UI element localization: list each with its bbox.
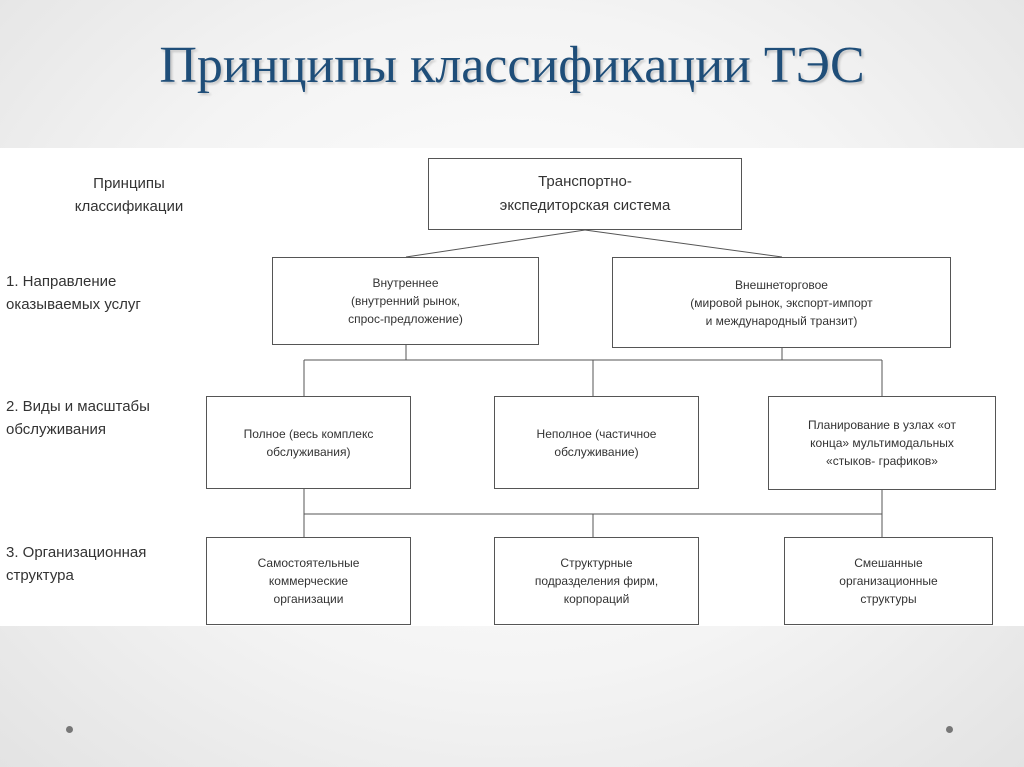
box-partial-service: Неполное (частичное обслуживание): [494, 396, 699, 489]
principle-2: 2. Виды и масштабы обслуживания: [6, 398, 150, 438]
principle-1: 1. Направление оказываемых услуг: [6, 273, 141, 313]
decorative-dot-right: [946, 726, 953, 733]
principles-header: Принципы классификации: [74, 175, 184, 215]
box-mixed-structures: Смешанные организационные структуры: [784, 537, 993, 625]
connector-root-external: [584, 229, 783, 258]
box-structural-units: Структурные подразделения фирм, корпорац…: [494, 537, 699, 625]
box-planning: Планирование в узлах «от конца» мультимо…: [768, 396, 996, 490]
box-external: Внешнеторговое (мировой рынок, экспорт-и…: [612, 257, 951, 348]
box-root-system: Транспортно- экспедиторская система: [428, 158, 742, 230]
decorative-dot-left: [66, 726, 73, 733]
box-independent-orgs: Самостоятельные коммерческие организации: [206, 537, 411, 625]
slide-title: Принципы классификации ТЭС: [159, 37, 865, 94]
connector-root-internal: [405, 229, 586, 258]
box-full-service: Полное (весь комплекс обслуживания): [206, 396, 411, 489]
box-internal: Внутреннее (внутренний рынок, спрос-пред…: [272, 257, 539, 345]
diagram-panel: Принципы классификации 1. Направление ок…: [0, 148, 1024, 626]
connector-lines: [303, 229, 883, 537]
principle-3: 3. Организационная структура: [6, 544, 147, 584]
